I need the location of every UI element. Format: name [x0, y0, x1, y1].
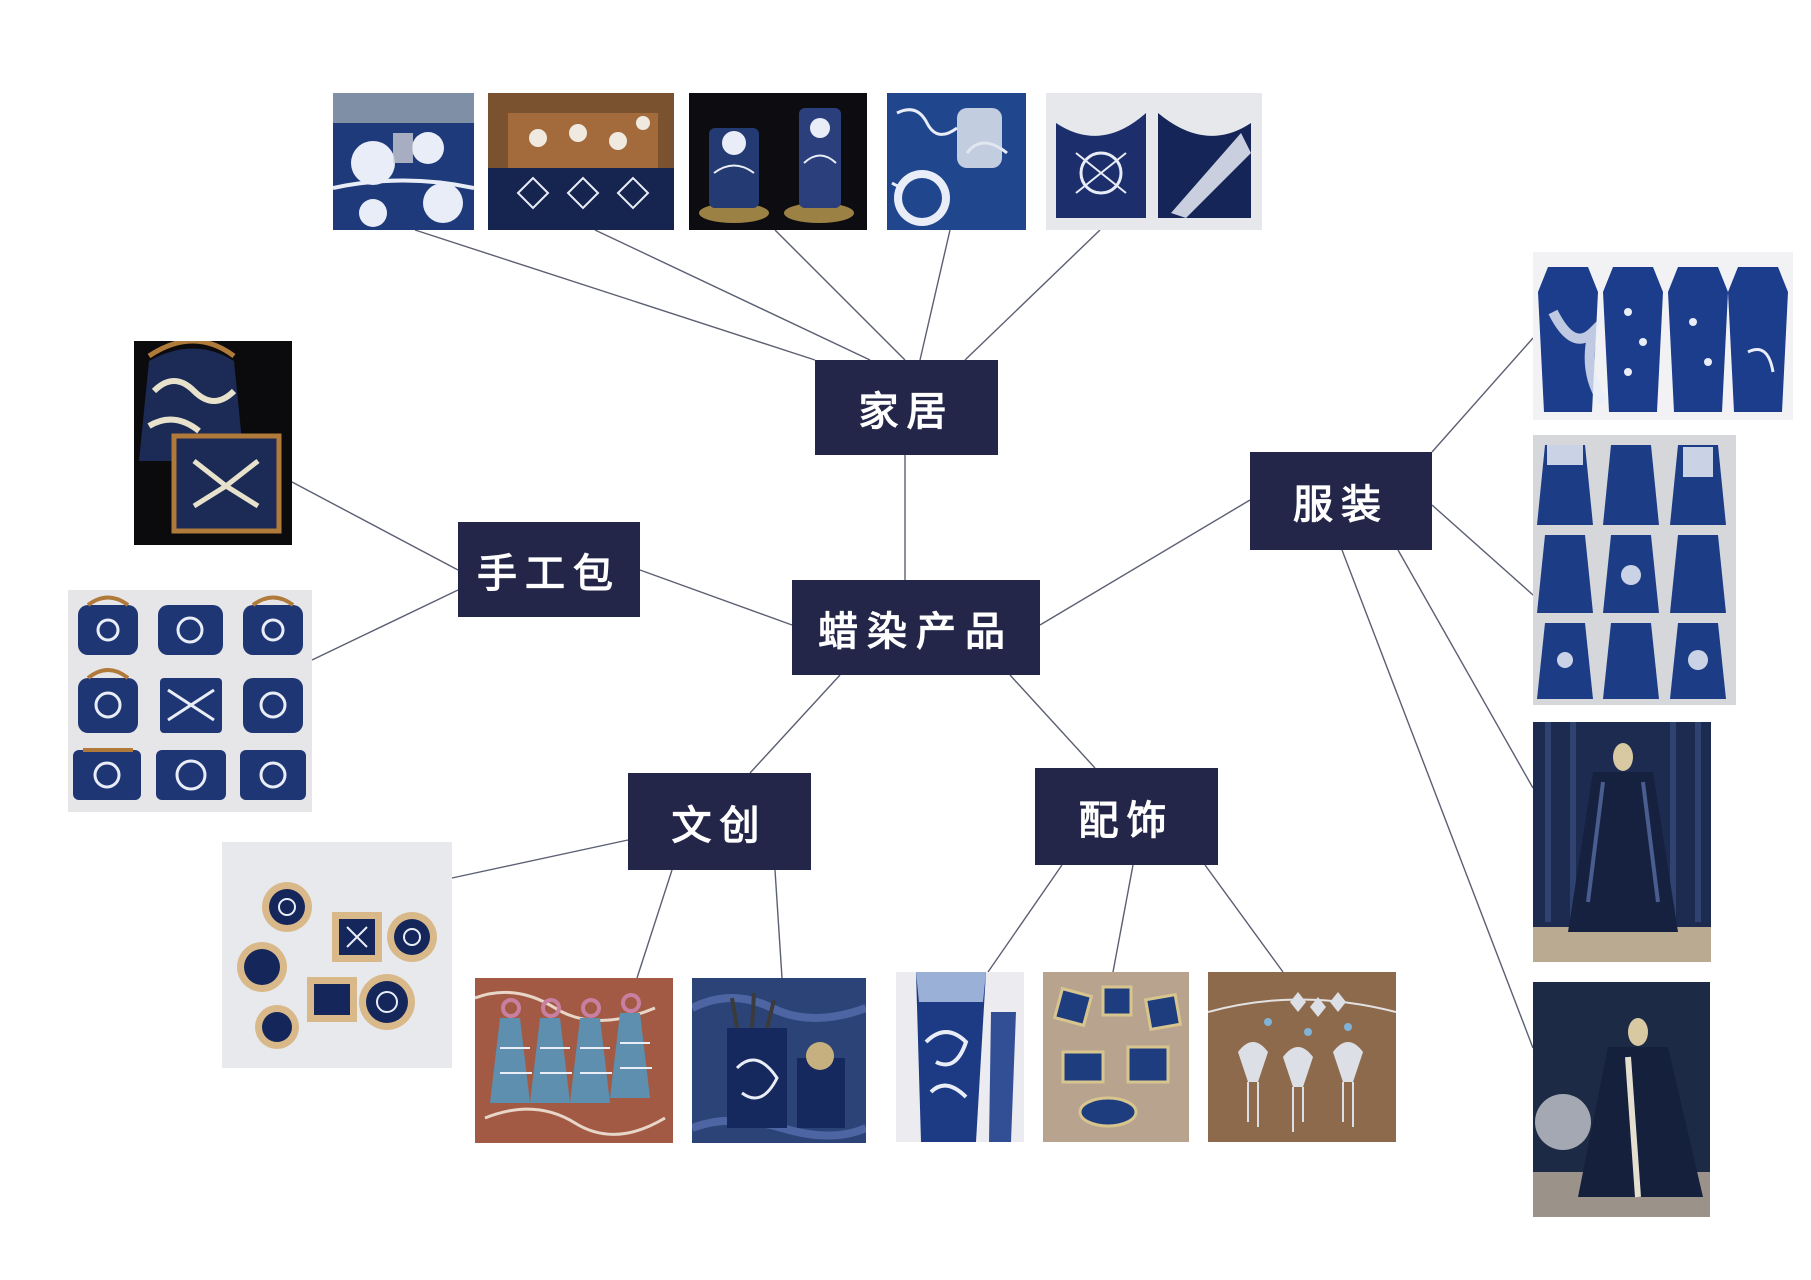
link-creative-photo-2 [636, 869, 673, 979]
creative-photo-keychains [475, 978, 673, 1143]
link-center-accessories [1009, 674, 1096, 769]
accessories-photo-scarf [896, 972, 1024, 1142]
bags-photo-handbags-black [134, 341, 292, 545]
clothing-photo-cloak-display [1533, 982, 1710, 1217]
link-home-photo-4 [919, 229, 951, 361]
node-creative: 文创 [628, 773, 811, 870]
creative-photo-fridge-magnets [222, 842, 452, 1068]
bags-photo-bag-grid [68, 590, 312, 812]
node-accessories-label: 配饰 [1078, 796, 1175, 844]
link-home-photo-1 [414, 229, 816, 361]
link-home-photo-2 [594, 229, 871, 361]
creative-photo-pen-holders [692, 978, 866, 1143]
link-creative-photo-1 [451, 839, 629, 879]
node-batik-products-label: 蜡染产品 [818, 607, 1014, 655]
home-photo-tablecloth [333, 93, 474, 230]
node-clothing-label: 服装 [1293, 481, 1389, 528]
link-clothing-photo-3 [1397, 549, 1534, 789]
node-handmade-bags: 手工包 [458, 522, 640, 617]
node-home: 家居 [815, 360, 998, 455]
link-home-photo-3 [774, 229, 906, 361]
link-home-photo-5 [964, 229, 1101, 361]
clothing-photo-robe-display [1533, 722, 1711, 962]
node-batik-products: 蜡染产品 [792, 580, 1040, 675]
link-bags-photo-2 [311, 589, 459, 661]
node-accessories: 配饰 [1035, 768, 1218, 865]
clothing-photo-dress-grid [1533, 435, 1736, 705]
node-creative-label: 文创 [671, 801, 768, 849]
link-center-creative [749, 674, 841, 774]
node-home-label: 家居 [858, 387, 955, 435]
home-photo-cushions [1046, 93, 1262, 230]
link-accessories-photo-2 [1112, 864, 1134, 973]
node-clothing: 服装 [1250, 452, 1432, 550]
home-photo-tea-runner [488, 93, 674, 230]
accessories-photo-earrings [1043, 972, 1189, 1142]
node-handmade-bags-label: 手工包 [477, 549, 621, 597]
clothing-photo-qipaos [1533, 252, 1793, 420]
link-creative-photo-3 [774, 869, 783, 979]
link-accessories-photo-3 [1204, 864, 1284, 973]
home-photo-lamps [689, 93, 867, 230]
link-clothing-photo-4 [1341, 549, 1534, 1049]
accessories-photo-silver-jewelry [1208, 972, 1396, 1142]
link-accessories-photo-1 [987, 864, 1063, 973]
link-clothing-photo-2 [1431, 504, 1534, 596]
link-center-bags [639, 569, 793, 626]
link-clothing-photo-1 [1431, 337, 1534, 453]
home-photo-coaster-teapot [887, 93, 1026, 230]
link-bags-photo-1 [291, 481, 459, 571]
link-center-clothing [1039, 499, 1251, 626]
